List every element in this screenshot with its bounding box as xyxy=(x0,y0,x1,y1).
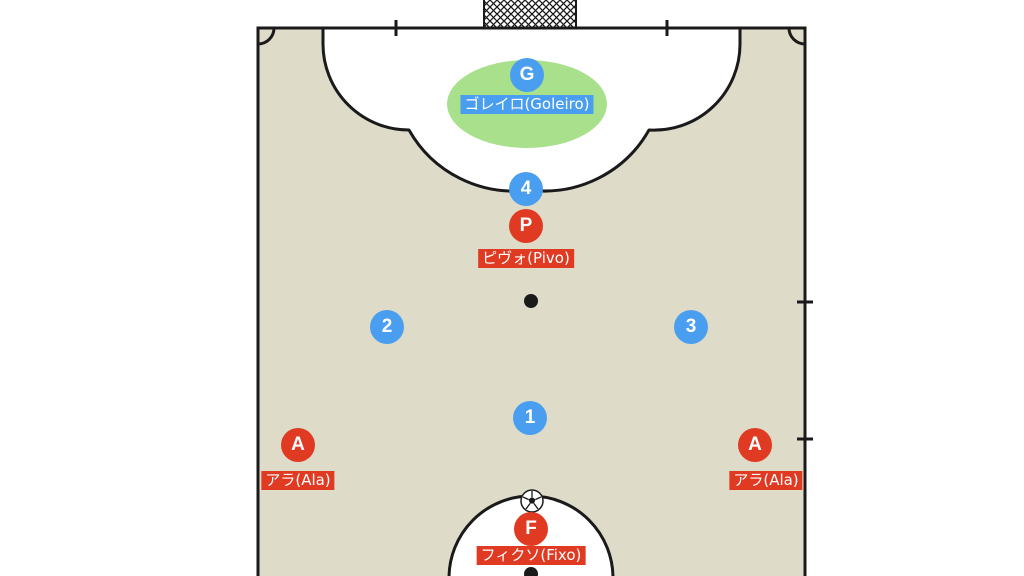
player-label-ala-right: アラ(Ala) xyxy=(729,471,803,490)
center-spot xyxy=(524,567,538,576)
player-marker-ala-left: A xyxy=(281,428,315,462)
player-label-ala-left: アラ(Ala) xyxy=(261,471,335,490)
player-label-fixo: フィクソ(Fixo) xyxy=(476,546,586,565)
player-marker-pivo: P xyxy=(509,209,543,243)
corner-arc-right xyxy=(787,27,806,46)
player-label-pivo: ピヴォ(Pivo) xyxy=(478,249,574,268)
player-marker-ala-right: A xyxy=(738,428,772,462)
player-label-goleiro: ゴレイロ(Goleiro) xyxy=(460,95,594,114)
player-marker-fixo: F xyxy=(514,512,548,546)
boundary-ticks xyxy=(394,20,813,441)
player-marker-goleiro: G xyxy=(510,58,544,92)
soccer-ball-icon xyxy=(520,489,544,513)
corner-arc-left xyxy=(257,27,276,46)
player-marker-1: 1 xyxy=(513,401,547,435)
penalty-spot xyxy=(524,294,538,308)
player-marker-4: 4 xyxy=(509,172,543,206)
player-marker-2: 2 xyxy=(370,310,404,344)
goal-net-icon xyxy=(483,0,577,28)
player-marker-3: 3 xyxy=(674,310,708,344)
